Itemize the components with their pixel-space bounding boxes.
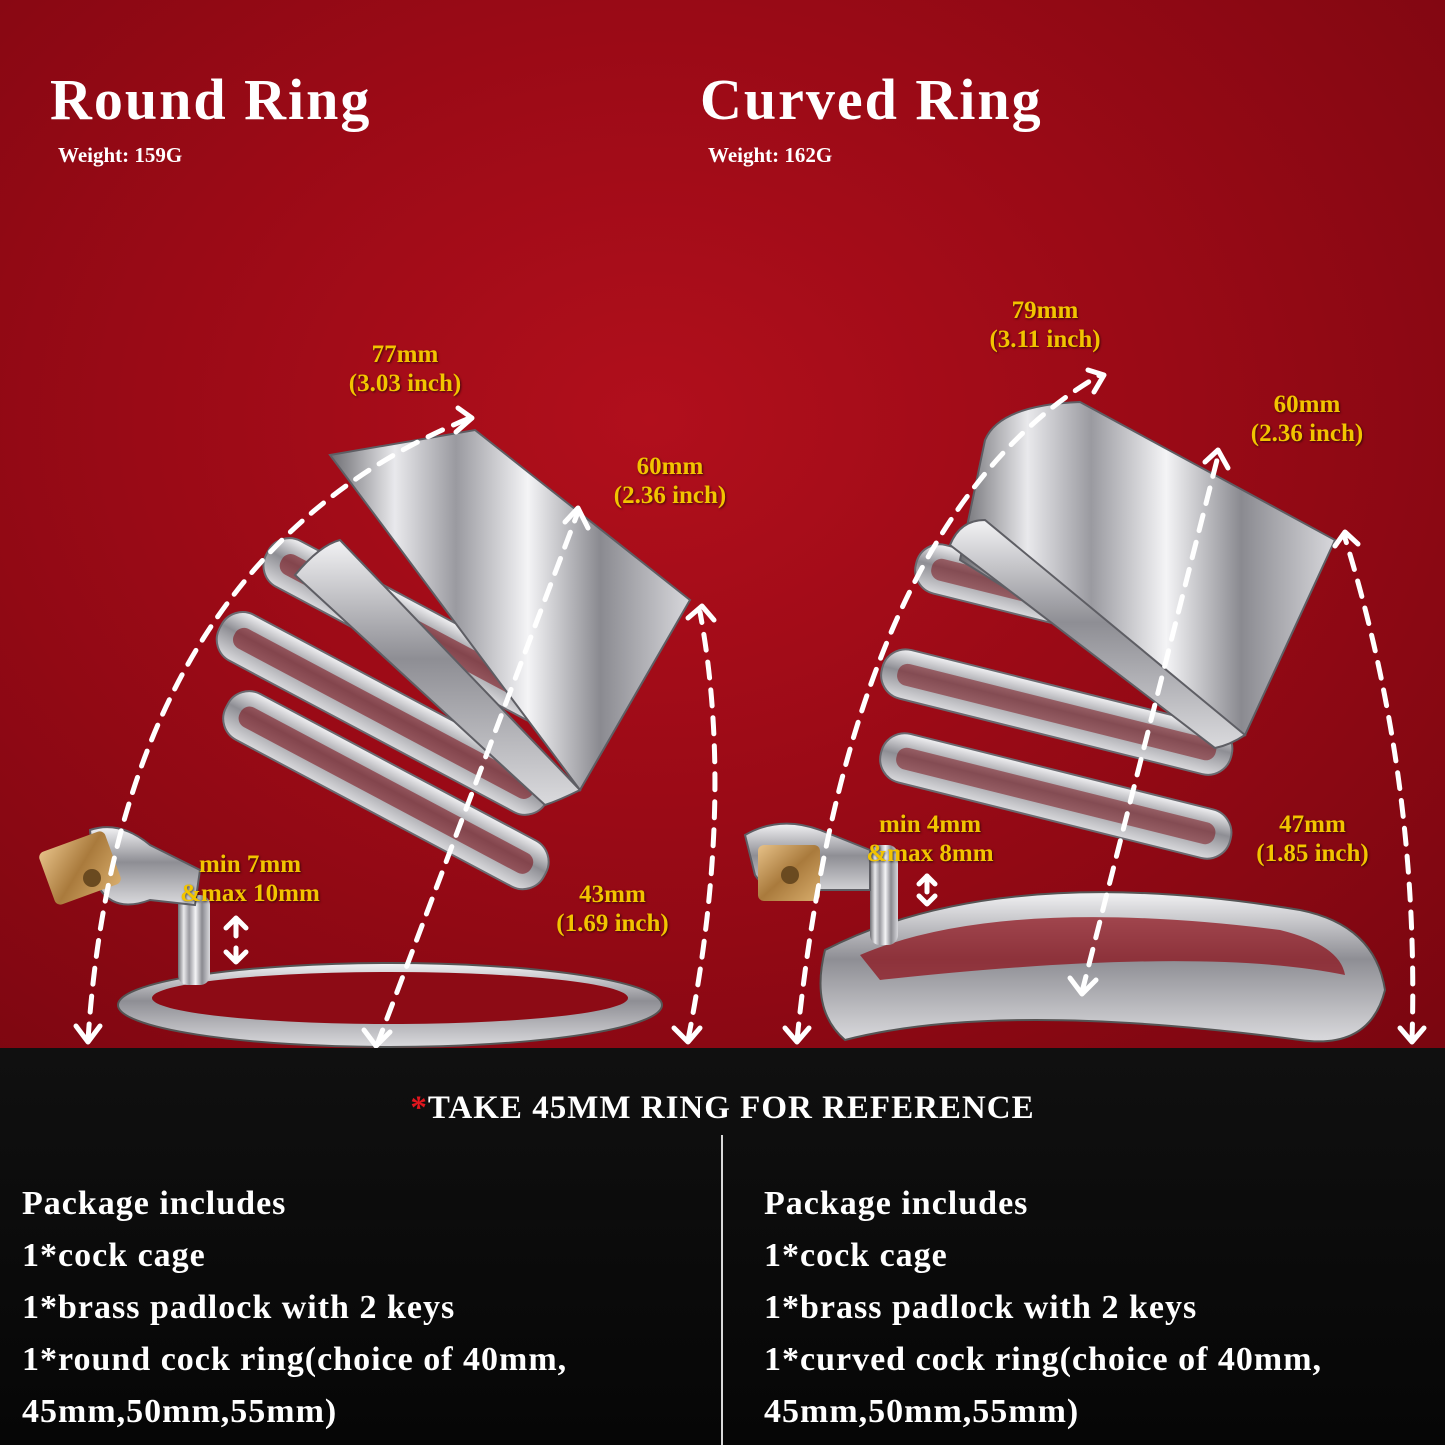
measure-inch: (2.36 inch) [613, 482, 727, 509]
package-heading: Package includes [22, 1185, 287, 1222]
product-illustrations [39, 367, 1427, 1048]
package-item: 1*round cock ring(choice of 40mm, [22, 1341, 568, 1378]
measure-inch: (2.36 inch) [1250, 420, 1364, 447]
curved-ring-cage-image [743, 400, 1387, 1043]
package-item: 1*curved cock ring(choice of 40mm, [764, 1341, 1323, 1378]
measure-max: &max 8mm [866, 840, 994, 867]
curved-package-list: Package includes 1*cock cage 1*brass pad… [764, 1178, 1322, 1438]
curved-ring-title: Curved Ring [700, 67, 1043, 132]
measure-max: &max 10mm [180, 880, 320, 907]
measure-min: min 4mm [878, 811, 982, 838]
curved-tube-label: 60mm (2.36 inch) [1222, 390, 1392, 448]
curved-height-label: 47mm (1.85 inch) [1230, 810, 1395, 868]
asterisk-icon: * [410, 1090, 428, 1126]
package-heading: Package includes [764, 1185, 1029, 1222]
package-item: 1*cock cage [22, 1237, 206, 1274]
measure-inch: (1.69 inch) [556, 910, 669, 937]
measure-mm: 43mm [579, 881, 646, 908]
package-item: 1*cock cage [764, 1237, 948, 1274]
round-ring-weight: Weight: 159G [58, 143, 183, 167]
arrow-heads [73, 367, 1427, 1048]
round-height-label: 43mm (1.69 inch) [530, 880, 695, 938]
reference-note-text: TAKE 45MM RING FOR REFERENCE [427, 1090, 1035, 1126]
curved-gap-label: min 4mm &max 8mm [840, 810, 1020, 868]
measure-mm: 47mm [1279, 811, 1346, 838]
package-item: 1*brass padlock with 2 keys [764, 1289, 1198, 1326]
measure-min: min 7mm [198, 851, 302, 878]
reference-note: *TAKE 45MM RING FOR REFERENCE [0, 1090, 1445, 1127]
measure-mm: 79mm [1011, 297, 1079, 324]
curved-ring-weight: Weight: 162G [708, 143, 833, 167]
round-ring-title: Round Ring [50, 67, 372, 132]
round-package-list: Package includes 1*cock cage 1*brass pad… [22, 1178, 567, 1438]
measure-inch: (3.03 inch) [348, 370, 462, 397]
column-divider [721, 1135, 723, 1445]
curved-length-label: 79mm (3.11 inch) [960, 296, 1130, 354]
package-item: 45mm,50mm,55mm) [764, 1393, 1080, 1430]
measure-mm: 60mm [1273, 391, 1341, 418]
package-item: 1*brass padlock with 2 keys [22, 1289, 456, 1326]
round-ring-cage-image [39, 428, 692, 1048]
measure-inch: (1.85 inch) [1256, 840, 1369, 867]
measure-inch: (3.11 inch) [989, 326, 1101, 353]
package-item: 45mm,50mm,55mm) [22, 1393, 338, 1430]
measure-mm: 77mm [371, 341, 439, 368]
round-gap-label: min 7mm &max 10mm [160, 850, 340, 908]
round-length-label: 77mm (3.03 inch) [320, 340, 490, 398]
round-tube-label: 60mm (2.36 inch) [585, 452, 755, 510]
dimension-arrows [85, 372, 1416, 1048]
measure-mm: 60mm [636, 453, 704, 480]
